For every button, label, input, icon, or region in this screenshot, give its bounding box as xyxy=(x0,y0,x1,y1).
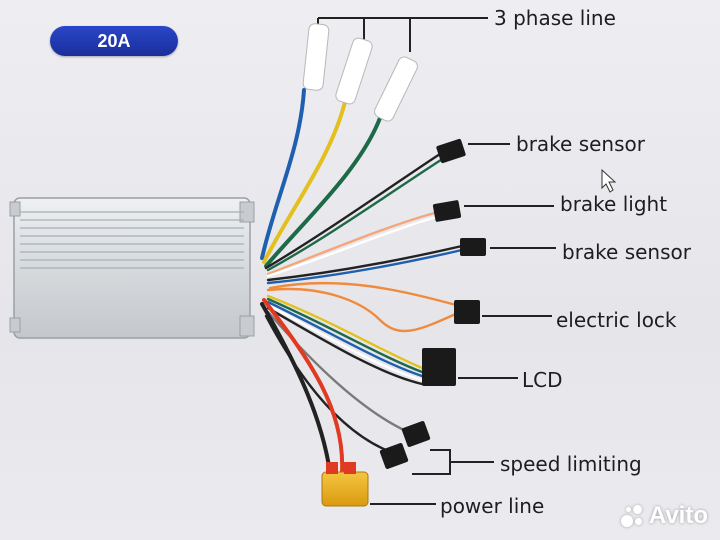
wire-lcd-1 xyxy=(266,294,424,370)
wire-electric-lock xyxy=(266,287,462,333)
phase-wire-blue xyxy=(260,88,306,260)
label-power-line: power line xyxy=(440,494,545,518)
phase-wire-yellow xyxy=(262,100,347,264)
wire-brake-sensor-1 xyxy=(264,152,442,270)
phase-wires xyxy=(260,88,382,268)
signal-wires xyxy=(260,152,464,474)
phase-wire-green xyxy=(264,116,382,268)
controller-box xyxy=(9,197,255,339)
wire-brake-light xyxy=(266,210,440,276)
rating-badge: 20A xyxy=(50,26,178,56)
label-brake-sensor-2: brake sensor xyxy=(562,240,691,264)
label-brake-light: brake light xyxy=(560,192,668,216)
connector-speed-1 xyxy=(401,421,431,447)
connector-brake-sensor-2 xyxy=(460,238,486,256)
watermark-text: Avito xyxy=(648,502,708,529)
label-lcd: LCD xyxy=(522,368,563,392)
cursor-icon xyxy=(601,168,617,193)
wire-brake-sensor-2 xyxy=(266,244,464,282)
phase-connector-2 xyxy=(335,37,373,105)
label-speed-limiting: speed limiting xyxy=(500,452,642,476)
connector-brake-light xyxy=(432,200,462,222)
connectors xyxy=(379,138,486,469)
power-plug xyxy=(321,462,369,507)
label-three-phase: 3 phase line xyxy=(494,6,616,30)
connector-speed-2 xyxy=(379,443,409,469)
label-brake-sensor-1: brake sensor xyxy=(516,132,645,156)
phase-connector-3 xyxy=(374,56,418,122)
label-electric-lock: electric lock xyxy=(556,308,677,332)
avito-watermark: Avito xyxy=(619,502,708,530)
wire-power-black xyxy=(260,302,332,474)
three-phase-bracket xyxy=(317,17,488,52)
heatsink-fins xyxy=(20,211,244,269)
phase-connector-1 xyxy=(302,23,330,91)
connector-brake-sensor-1 xyxy=(436,138,466,164)
connector-electric-lock xyxy=(454,300,480,324)
wire-speed-limit-2 xyxy=(264,314,388,452)
avito-logo-icon xyxy=(619,503,645,529)
connector-lcd xyxy=(422,348,456,386)
wire-power-red xyxy=(262,298,345,474)
leader-lines xyxy=(370,143,556,505)
phase-connectors xyxy=(302,23,418,122)
